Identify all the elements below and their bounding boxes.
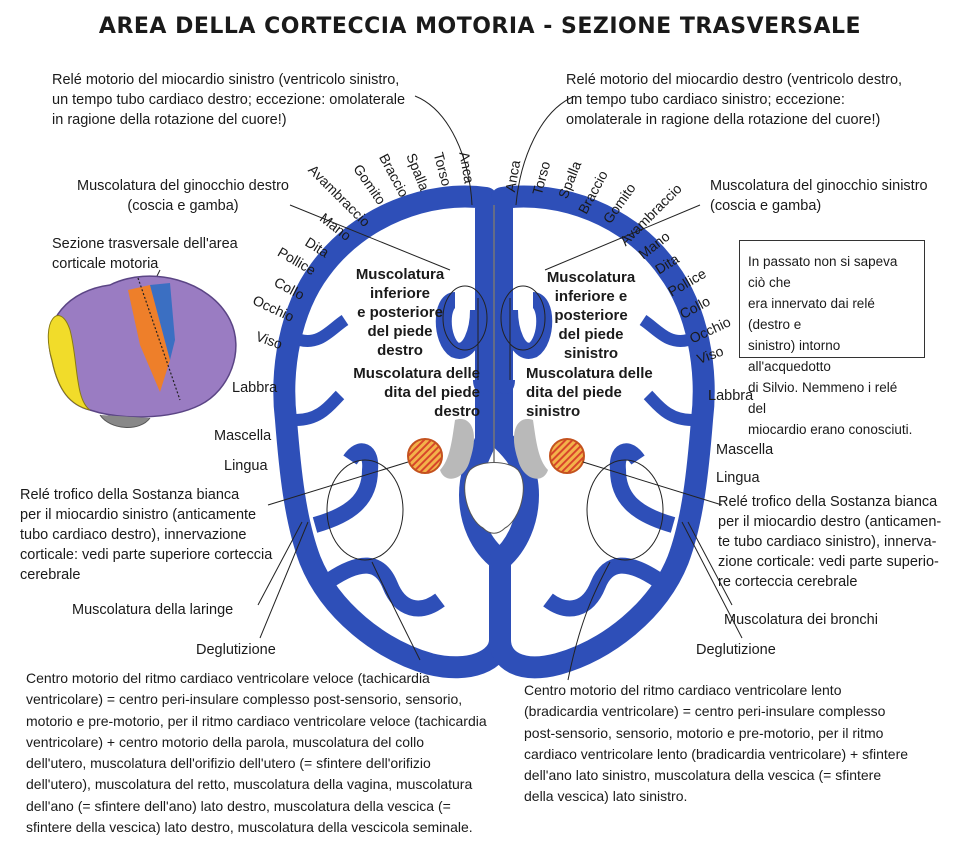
brain-stem — [464, 462, 524, 534]
hl-lingua: Lingua — [224, 458, 268, 474]
inset-brain-stem — [99, 414, 151, 428]
hr-lingua: Lingua — [716, 470, 760, 486]
left-gyrus-upper — [435, 292, 486, 359]
left-trophic-relay — [407, 438, 443, 474]
knee-left-label: Muscolatura del ginocchio sinistro(cosci… — [710, 178, 928, 214]
knee-right-label: Muscolatura del ginocchio destro(coscia … — [77, 178, 289, 214]
hr-labbra: Labbra — [708, 388, 754, 404]
larynx-label: Muscolatura della laringe — [72, 602, 234, 618]
left-sulcus-1 — [298, 315, 349, 347]
hr-mascella: Mascella — [716, 442, 774, 458]
bronchi-label: Muscolatura dei bronchi — [724, 612, 878, 628]
right-gyrus-upper — [502, 292, 553, 359]
inset-section-line — [137, 277, 181, 401]
swallow-right-label: Deglutizione — [696, 642, 776, 658]
right-hemisphere — [489, 185, 715, 679]
right-sulcus-1 — [639, 315, 690, 347]
right-sulcus-2 — [643, 390, 693, 426]
bottom-left-paragraph: Centro motorio del ritmo cardiaco ventri… — [26, 670, 487, 836]
left-cortex — [273, 185, 511, 679]
inset-brain-orange — [128, 285, 170, 392]
inset-brain-blue — [150, 283, 175, 360]
right-gyrus-insula — [609, 443, 676, 533]
left-gyrus-temporal — [325, 557, 445, 617]
hl-labbra: Labbra — [232, 380, 278, 396]
left-ventricle — [440, 419, 475, 479]
left-hemisphere — [273, 185, 511, 679]
right-medial-cortex — [495, 210, 515, 394]
right-cortex — [489, 185, 715, 679]
inset-brain-yellow — [47, 315, 91, 411]
right-foot-ellipse — [500, 285, 546, 351]
left-gyrus-insula — [312, 443, 379, 533]
hl-mascella: Mascella — [214, 428, 272, 444]
right-insula-ellipse — [586, 459, 664, 561]
bottom-right-paragraph: Centro motorio del ritmo cardiaco ventri… — [524, 682, 909, 805]
left-sulcus-2 — [295, 390, 345, 426]
top-right-label: Relé motorio del miocardio destro (ventr… — [566, 72, 903, 128]
right-trophic-relay — [549, 438, 585, 474]
right-ventricle — [513, 419, 548, 479]
page-title: AREA DELLA CORTECCIA MOTORIA - SEZIONE T… — [98, 14, 862, 39]
left-medial-cortex — [473, 210, 493, 394]
left-insula-ellipse — [326, 459, 404, 561]
swallow-left-label: Deglutizione — [196, 642, 276, 658]
inset-brain — [47, 275, 237, 428]
left-foot-ellipse — [442, 285, 488, 351]
top-left-label: Relé motorio del miocardio sinistro (ven… — [52, 72, 406, 128]
